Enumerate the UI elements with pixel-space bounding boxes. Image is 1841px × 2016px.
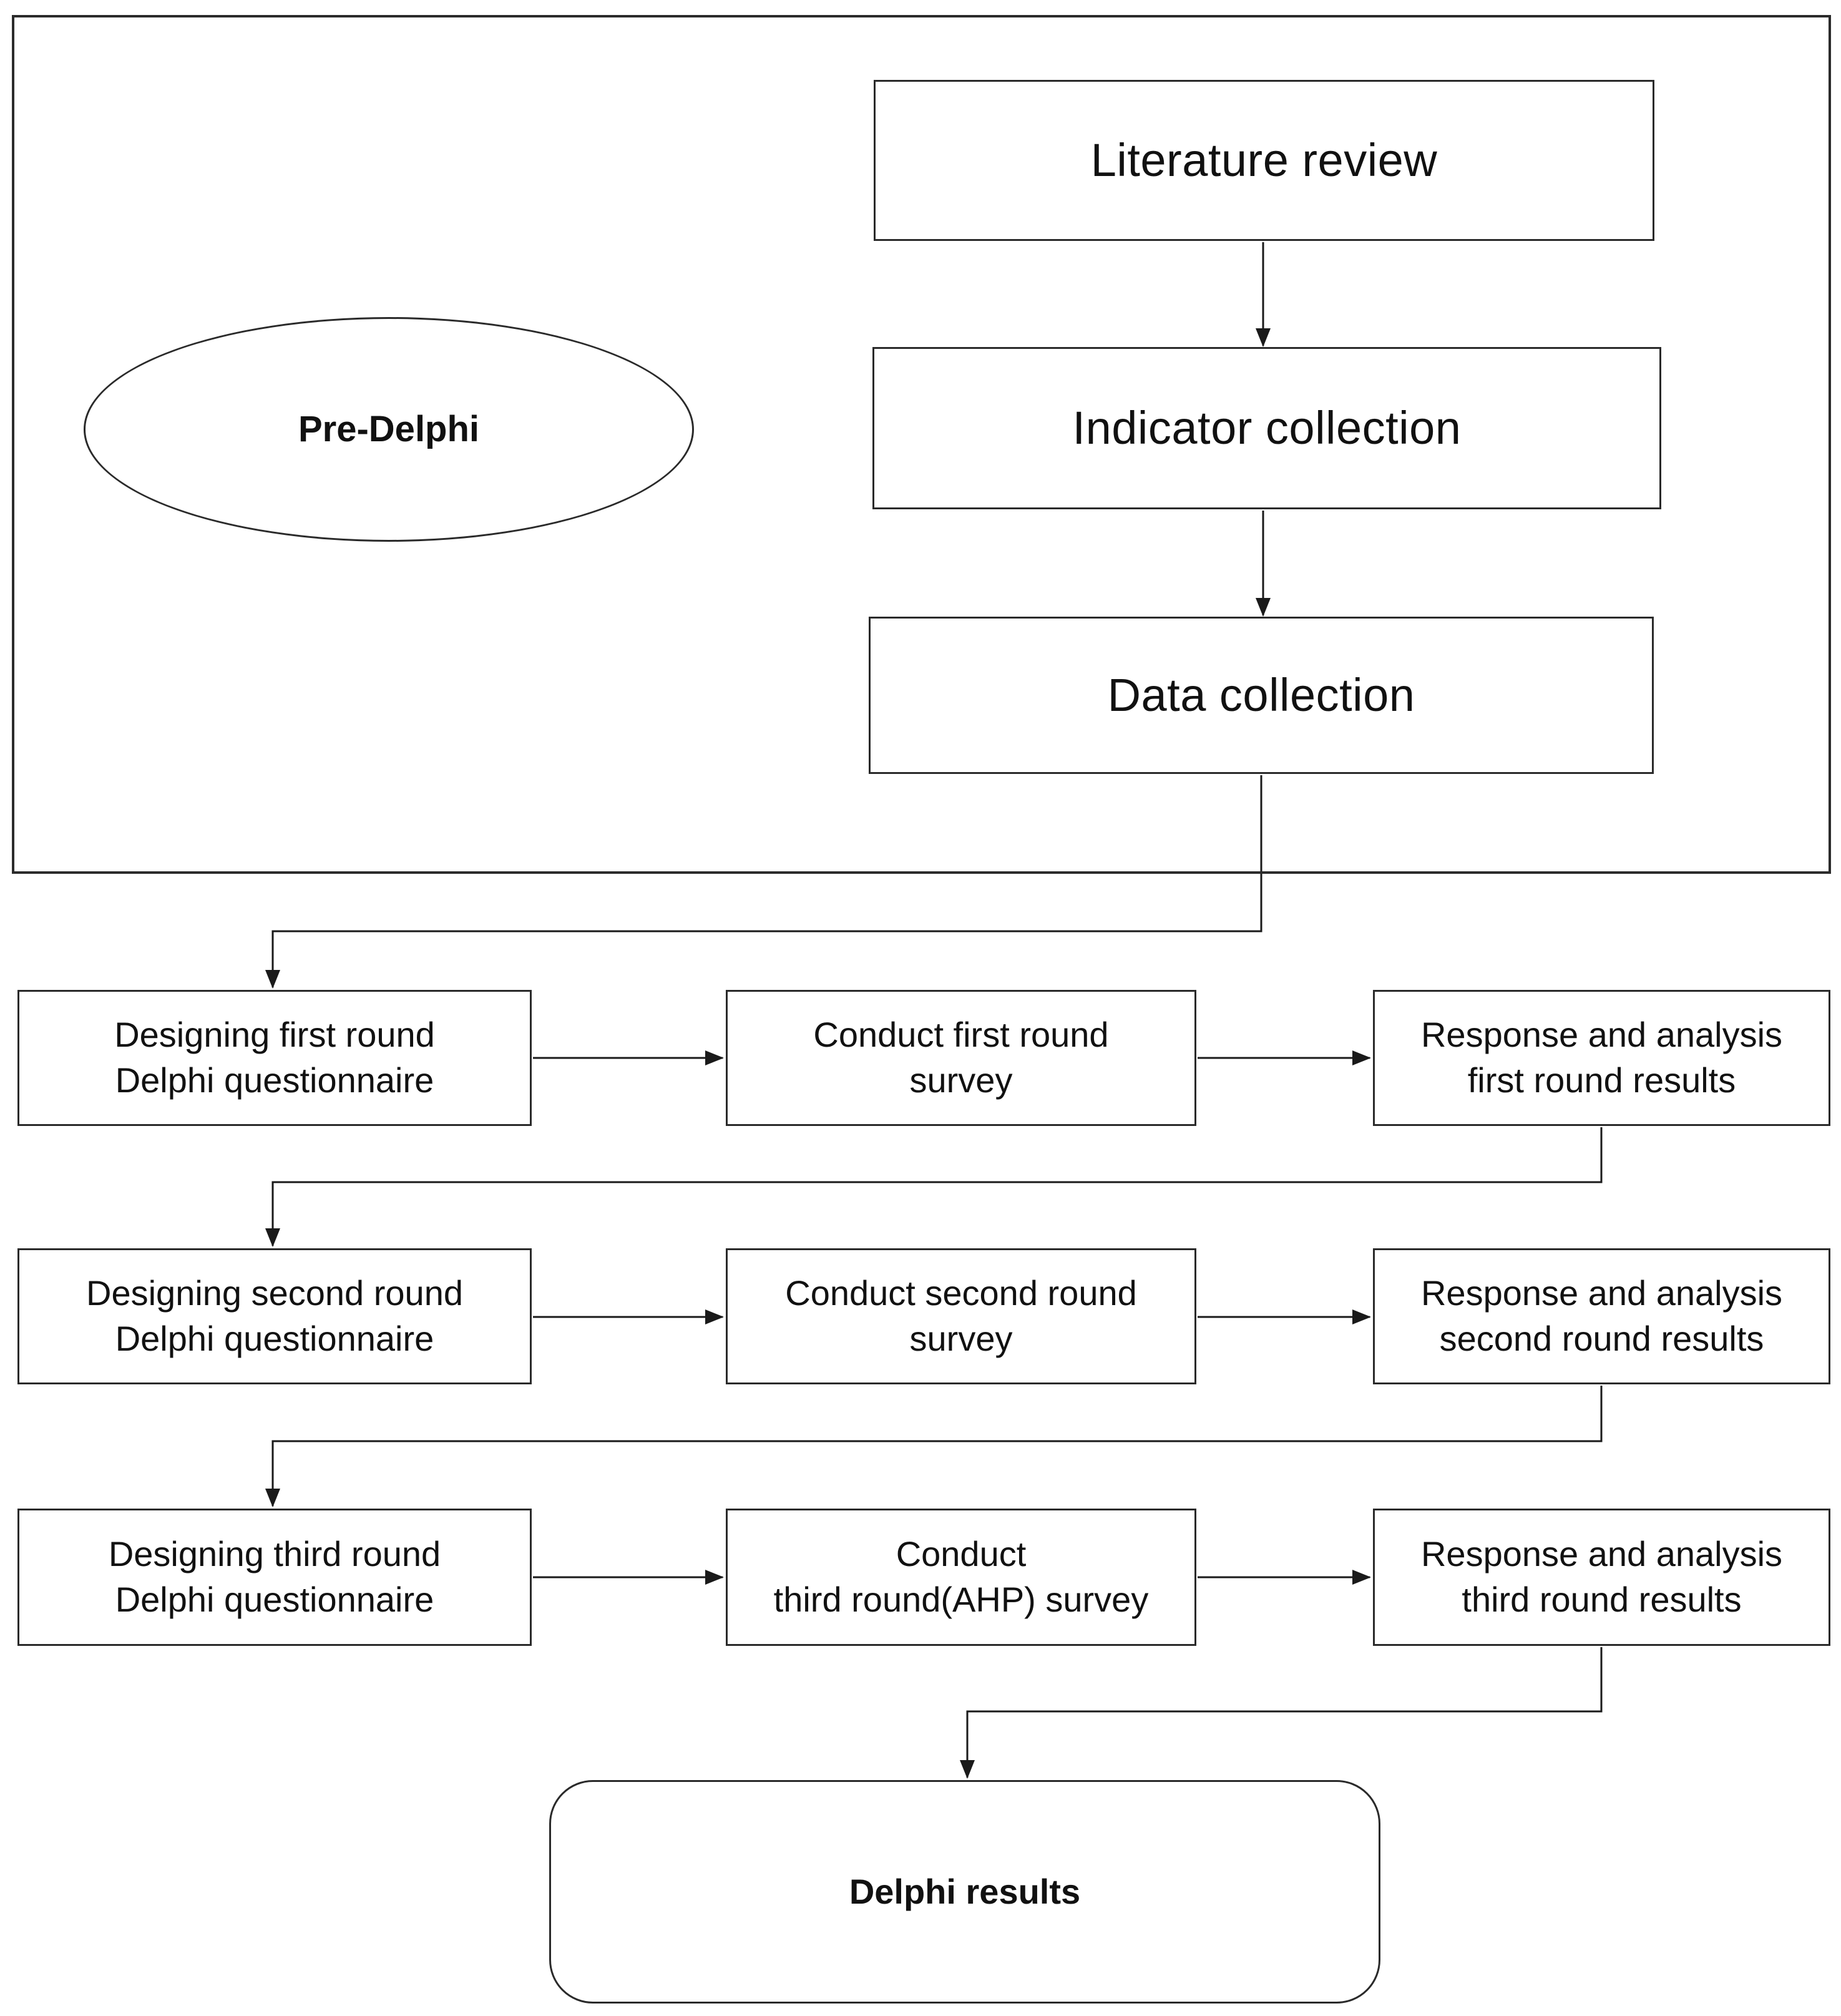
data-collection-box: Data collection bbox=[869, 617, 1654, 774]
indicator-collection-box: Indicator collection bbox=[872, 347, 1661, 509]
round-2-design-box: Designing second round Delphi questionna… bbox=[17, 1248, 532, 1384]
round-3-survey-box: Conduct third round(AHP) survey bbox=[726, 1509, 1196, 1646]
round-1-analysis-box: Response and analysis first round result… bbox=[1373, 990, 1830, 1126]
round-1-survey-box: Conduct first round survey bbox=[726, 990, 1196, 1126]
delphi-results-box: Delphi results bbox=[549, 1780, 1380, 2004]
round-1-design-box: Designing first round Delphi questionnai… bbox=[17, 990, 532, 1126]
round-2-analysis-box: Response and analysis second round resul… bbox=[1373, 1248, 1830, 1384]
round-3-analysis-box: Response and analysis third round result… bbox=[1373, 1509, 1830, 1646]
round-3-design-box: Designing third round Delphi questionnai… bbox=[17, 1509, 532, 1646]
pre-delphi-ellipse: Pre-Delphi bbox=[84, 317, 694, 542]
round-2-survey-box: Conduct second round survey bbox=[726, 1248, 1196, 1384]
literature-review-box: Literature review bbox=[874, 80, 1654, 241]
pre-delphi-phase-container bbox=[12, 15, 1831, 874]
